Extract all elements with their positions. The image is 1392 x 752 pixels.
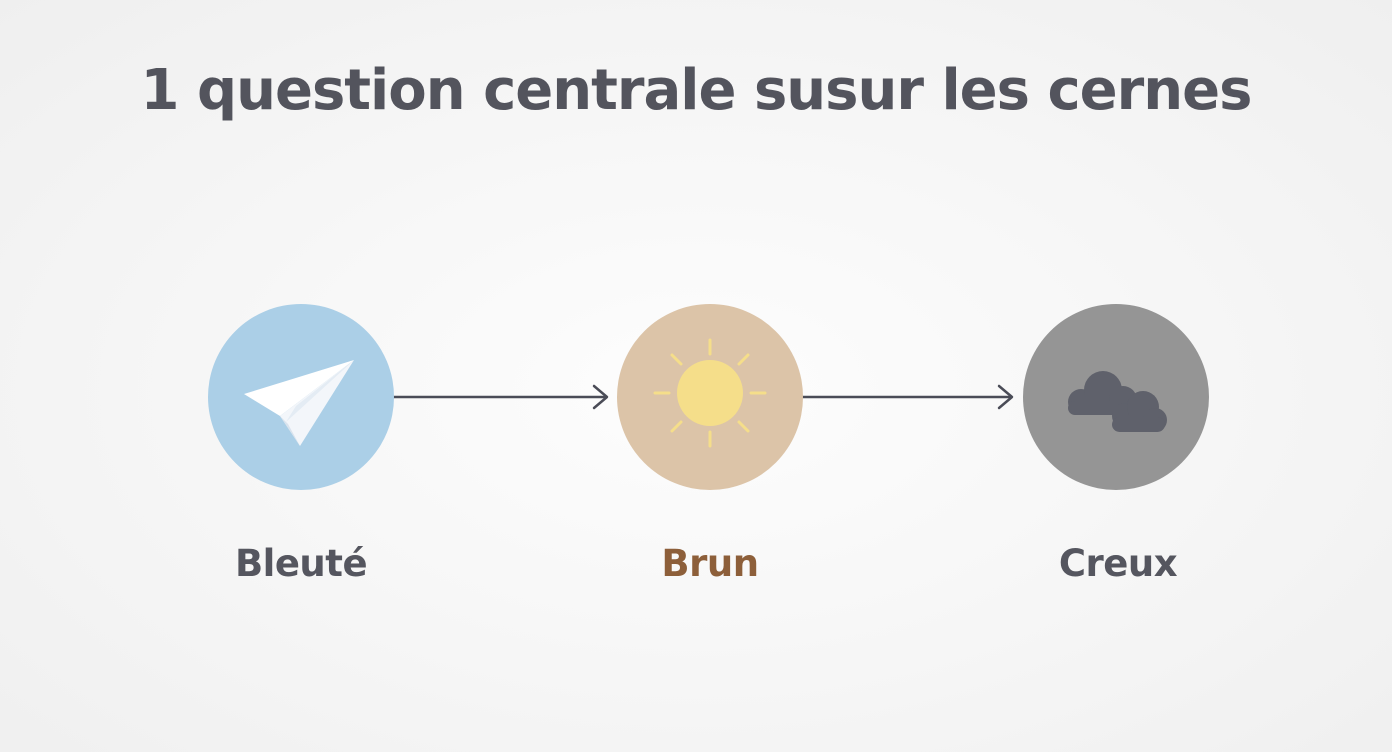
paper-plane-icon — [244, 360, 354, 446]
stage-label-bleute: Bleuté — [234, 542, 368, 585]
stage-label-brun: Brun — [661, 542, 759, 585]
stage-circle-creux — [1023, 304, 1209, 490]
cloud-icon — [1068, 371, 1167, 432]
sun-icon — [653, 338, 767, 448]
stage-circle-bleute — [208, 304, 394, 490]
stage-circle-brun — [617, 304, 803, 490]
arrow-brown-to-gray — [791, 384, 1014, 410]
arrow-blue-to-brown — [379, 384, 609, 410]
stage-label-creux: Creux — [1058, 542, 1178, 585]
page-title: 1 question centrale susur les cernes — [140, 58, 1253, 123]
